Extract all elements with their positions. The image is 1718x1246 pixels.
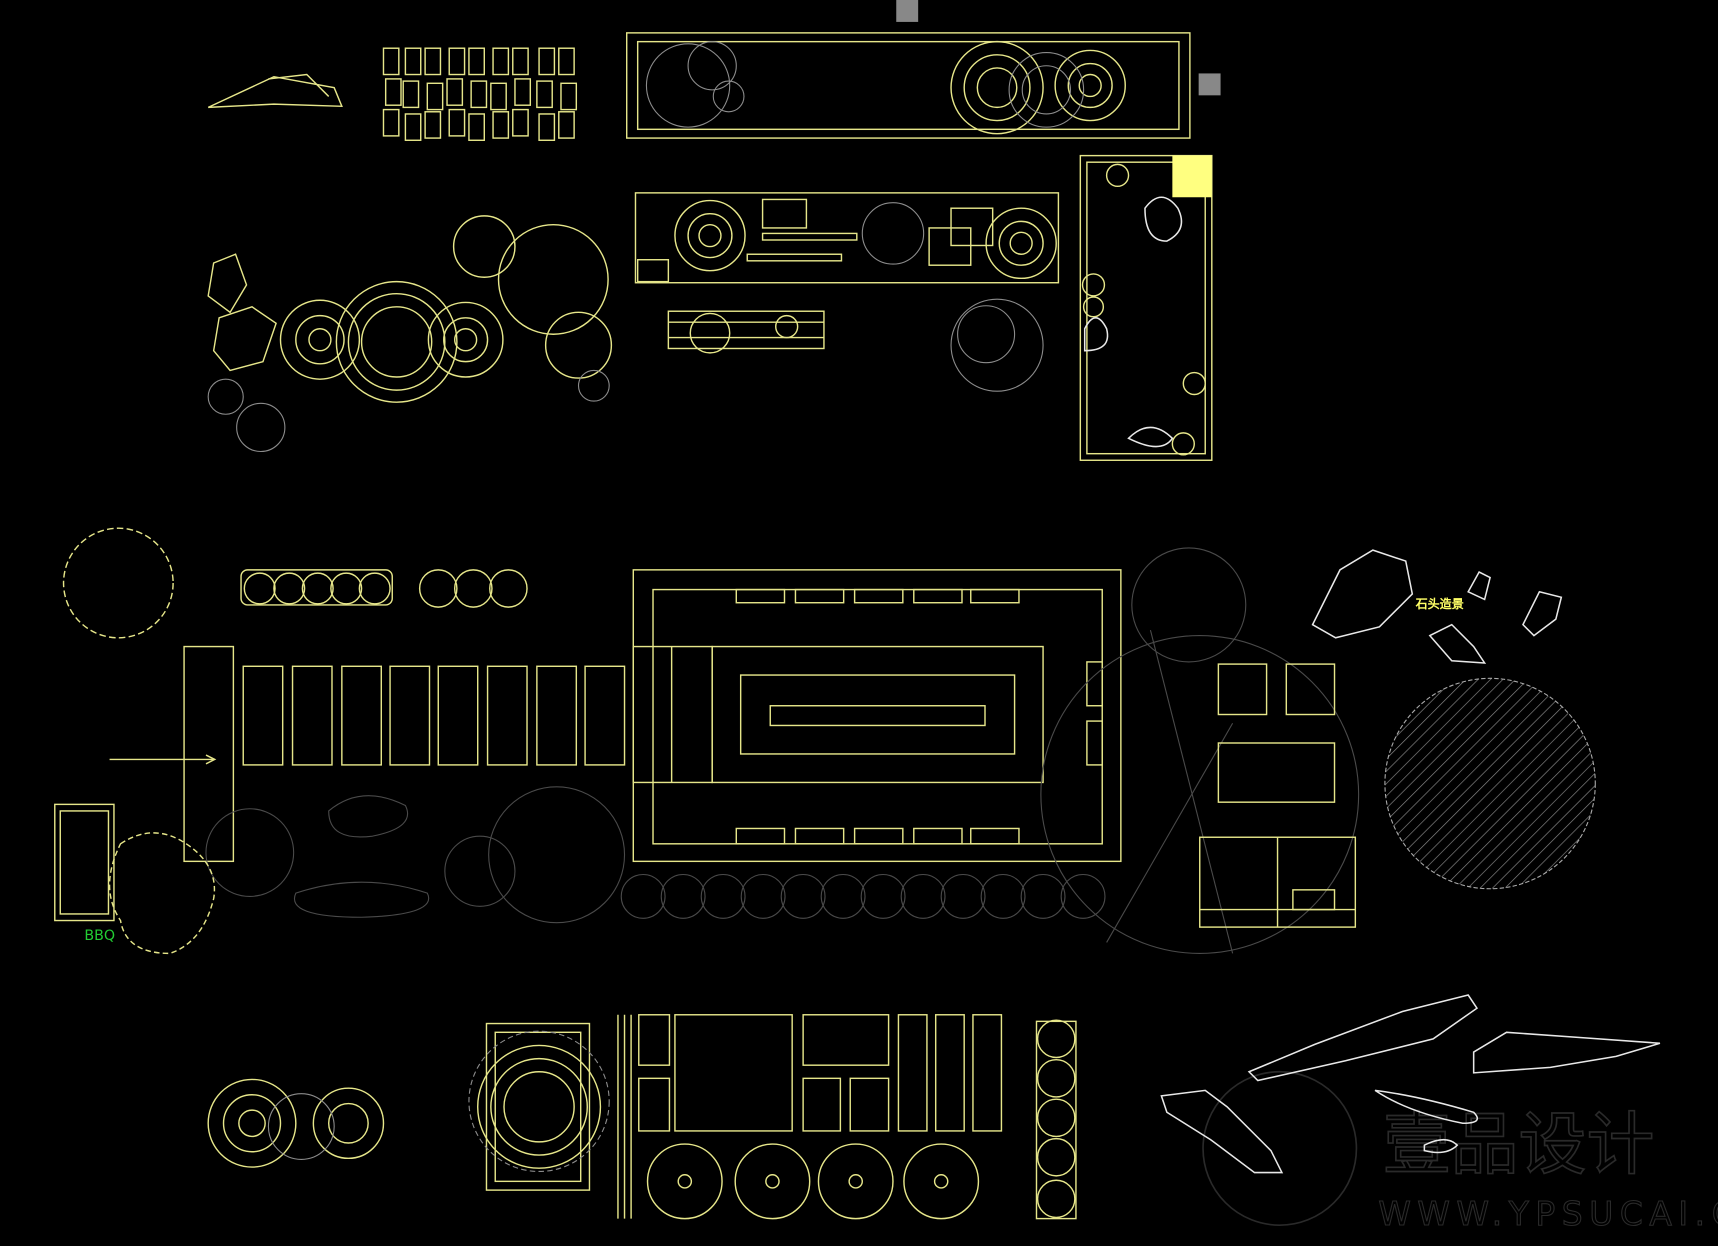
hedge-circle (980, 873, 1026, 919)
paving-stone (424, 47, 442, 76)
planter-grid-block (617, 1014, 1003, 1220)
paving-stone (446, 78, 464, 106)
planter-strip-block (634, 192, 1060, 284)
stepping-stones-and-fish (1160, 994, 1661, 1174)
watermark-logo: 壹品设计 WWW.YPSUCAI.COM (1202, 1070, 1718, 1234)
long-planter-block (626, 32, 1191, 139)
highlight-block[interactable] (1172, 155, 1212, 198)
paving-stone (448, 47, 466, 76)
hedge-circle (900, 873, 946, 919)
grip-marker[interactable] (896, 0, 919, 22)
paving-stone (426, 82, 444, 111)
paving-stone (558, 47, 575, 76)
large-tree-hatched (1384, 677, 1596, 890)
paving-stone (558, 111, 575, 139)
paving-stone (382, 108, 400, 137)
circle-hedge-row (620, 873, 1106, 919)
hedge-circle (780, 873, 826, 919)
hedge-circle (620, 873, 666, 919)
paving-stone (468, 113, 485, 141)
paving-stone (384, 78, 402, 106)
hedge-circle (940, 873, 986, 919)
hedge-circle (1060, 873, 1106, 919)
side-garden-block (1079, 154, 1213, 461)
tree-symbol (62, 527, 174, 639)
paving-stone (538, 47, 556, 76)
rock-landscape-group: 石头造景 (1311, 549, 1563, 664)
hedge-row (240, 569, 393, 606)
paving-stone (490, 82, 507, 111)
tree-canopy-outlines (205, 547, 1360, 954)
paving-stone (492, 47, 510, 76)
hedge-circle (860, 873, 906, 919)
pavilion-plan (632, 569, 1122, 863)
paving-stone (538, 113, 556, 141)
hedge-circle (1020, 873, 1066, 919)
rock-landscape-label: 石头造景 (1415, 596, 1464, 611)
hedge-circle (660, 873, 706, 919)
bbq-area: BBQ (54, 803, 216, 955)
paving-stone (424, 111, 442, 139)
paving-stone (512, 108, 529, 137)
tree-symbol (950, 298, 1044, 392)
paving-stone (404, 113, 422, 141)
bench-symbol (667, 310, 825, 354)
square-fountain-block (468, 1022, 610, 1191)
paving-stone (470, 80, 488, 109)
watermark-brand: 壹品设计 (1383, 1106, 1655, 1185)
paving-stone (536, 80, 553, 109)
paving-stone (514, 78, 532, 106)
shrub-row (418, 569, 528, 608)
paving-stone (560, 82, 578, 111)
vertical-shrub-row (1035, 1019, 1077, 1220)
hedge-circle (740, 873, 786, 919)
rock-and-fountain-group (207, 215, 613, 453)
grip-marker[interactable] (1198, 73, 1221, 96)
paving-stone (492, 111, 510, 139)
paving-stone (402, 80, 420, 109)
watermark-url: WWW.YPSUCAI.COM (1378, 1194, 1718, 1233)
bbq-label: BBQ (84, 928, 115, 944)
hedge-circle (700, 873, 746, 919)
fountain-symbol (207, 1078, 385, 1168)
paving-stones-symbol (382, 47, 578, 141)
walkway-pavers (109, 645, 626, 863)
paving-stone (468, 47, 485, 76)
paving-stone (404, 47, 422, 76)
service-area-plan (1199, 663, 1357, 928)
paving-stone (448, 108, 466, 137)
hedge-circle (820, 873, 866, 919)
paving-stone (512, 47, 529, 76)
paving-stone (382, 47, 400, 76)
rock-block-symbol (207, 73, 343, 109)
